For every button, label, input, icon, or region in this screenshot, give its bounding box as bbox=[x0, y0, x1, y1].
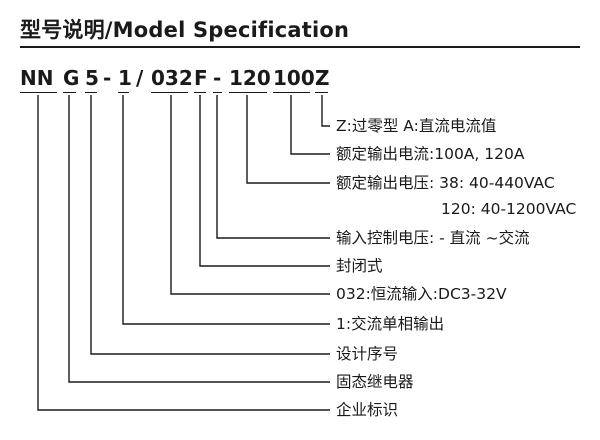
connector-z bbox=[321, 95, 330, 127]
desc-032: 032:恒流输入:DC3-32V bbox=[336, 285, 507, 303]
desc-100: 额定输出电流:100A, 120A bbox=[336, 145, 525, 163]
code-dash-1: - bbox=[103, 66, 112, 90]
code-5: 5 bbox=[85, 66, 99, 90]
code-g: G bbox=[63, 66, 80, 90]
connector-nn bbox=[37, 95, 330, 411]
underline-100 bbox=[273, 92, 310, 93]
underline-f bbox=[194, 92, 206, 93]
connector-1 bbox=[122, 95, 330, 325]
underline-1 bbox=[118, 92, 129, 93]
desc-120: 额定输出电压: 38: 40-440VAC bbox=[336, 174, 555, 192]
connector-032 bbox=[170, 95, 330, 295]
connector-f bbox=[199, 95, 330, 267]
underline-120 bbox=[229, 92, 267, 93]
connector-dash-2 bbox=[216, 95, 330, 239]
underline-g bbox=[63, 92, 76, 93]
underline-dash-2 bbox=[213, 92, 222, 93]
underline-032 bbox=[151, 92, 188, 93]
desc-z: Z:过零型 A:直流电流值 bbox=[336, 117, 497, 135]
connector-g bbox=[68, 95, 330, 383]
code-nn: NN bbox=[20, 66, 54, 90]
code-120: 120 bbox=[229, 66, 271, 90]
title-underline bbox=[20, 46, 580, 48]
code-f: F bbox=[194, 66, 208, 90]
page-title: 型号说明/Model Specification bbox=[20, 18, 350, 42]
connector-120 bbox=[246, 95, 330, 184]
desc-nn: 企业标识 bbox=[336, 401, 399, 419]
code-100: 100 bbox=[273, 66, 315, 90]
underline-5 bbox=[85, 92, 97, 93]
code-z: Z bbox=[315, 66, 330, 90]
code-slash: / bbox=[136, 66, 144, 90]
connector-100 bbox=[290, 95, 330, 155]
desc-120-b: 120: 40-1200VAC bbox=[441, 200, 577, 218]
desc-f: 封闭式 bbox=[336, 257, 383, 275]
underline-z bbox=[315, 92, 328, 93]
code-032: 032 bbox=[151, 66, 193, 90]
code-1: 1 bbox=[118, 66, 132, 90]
code-dash-2: - bbox=[213, 66, 222, 90]
desc-1: 1:交流单相输出 bbox=[336, 315, 445, 333]
connector-5 bbox=[90, 95, 330, 355]
desc-g: 固态继电器 bbox=[336, 373, 414, 391]
underline-nn bbox=[20, 92, 57, 93]
desc-input-voltage: 输入控制电压: - 直流 ~交流 bbox=[336, 229, 530, 247]
desc-5: 设计序号 bbox=[336, 345, 399, 363]
